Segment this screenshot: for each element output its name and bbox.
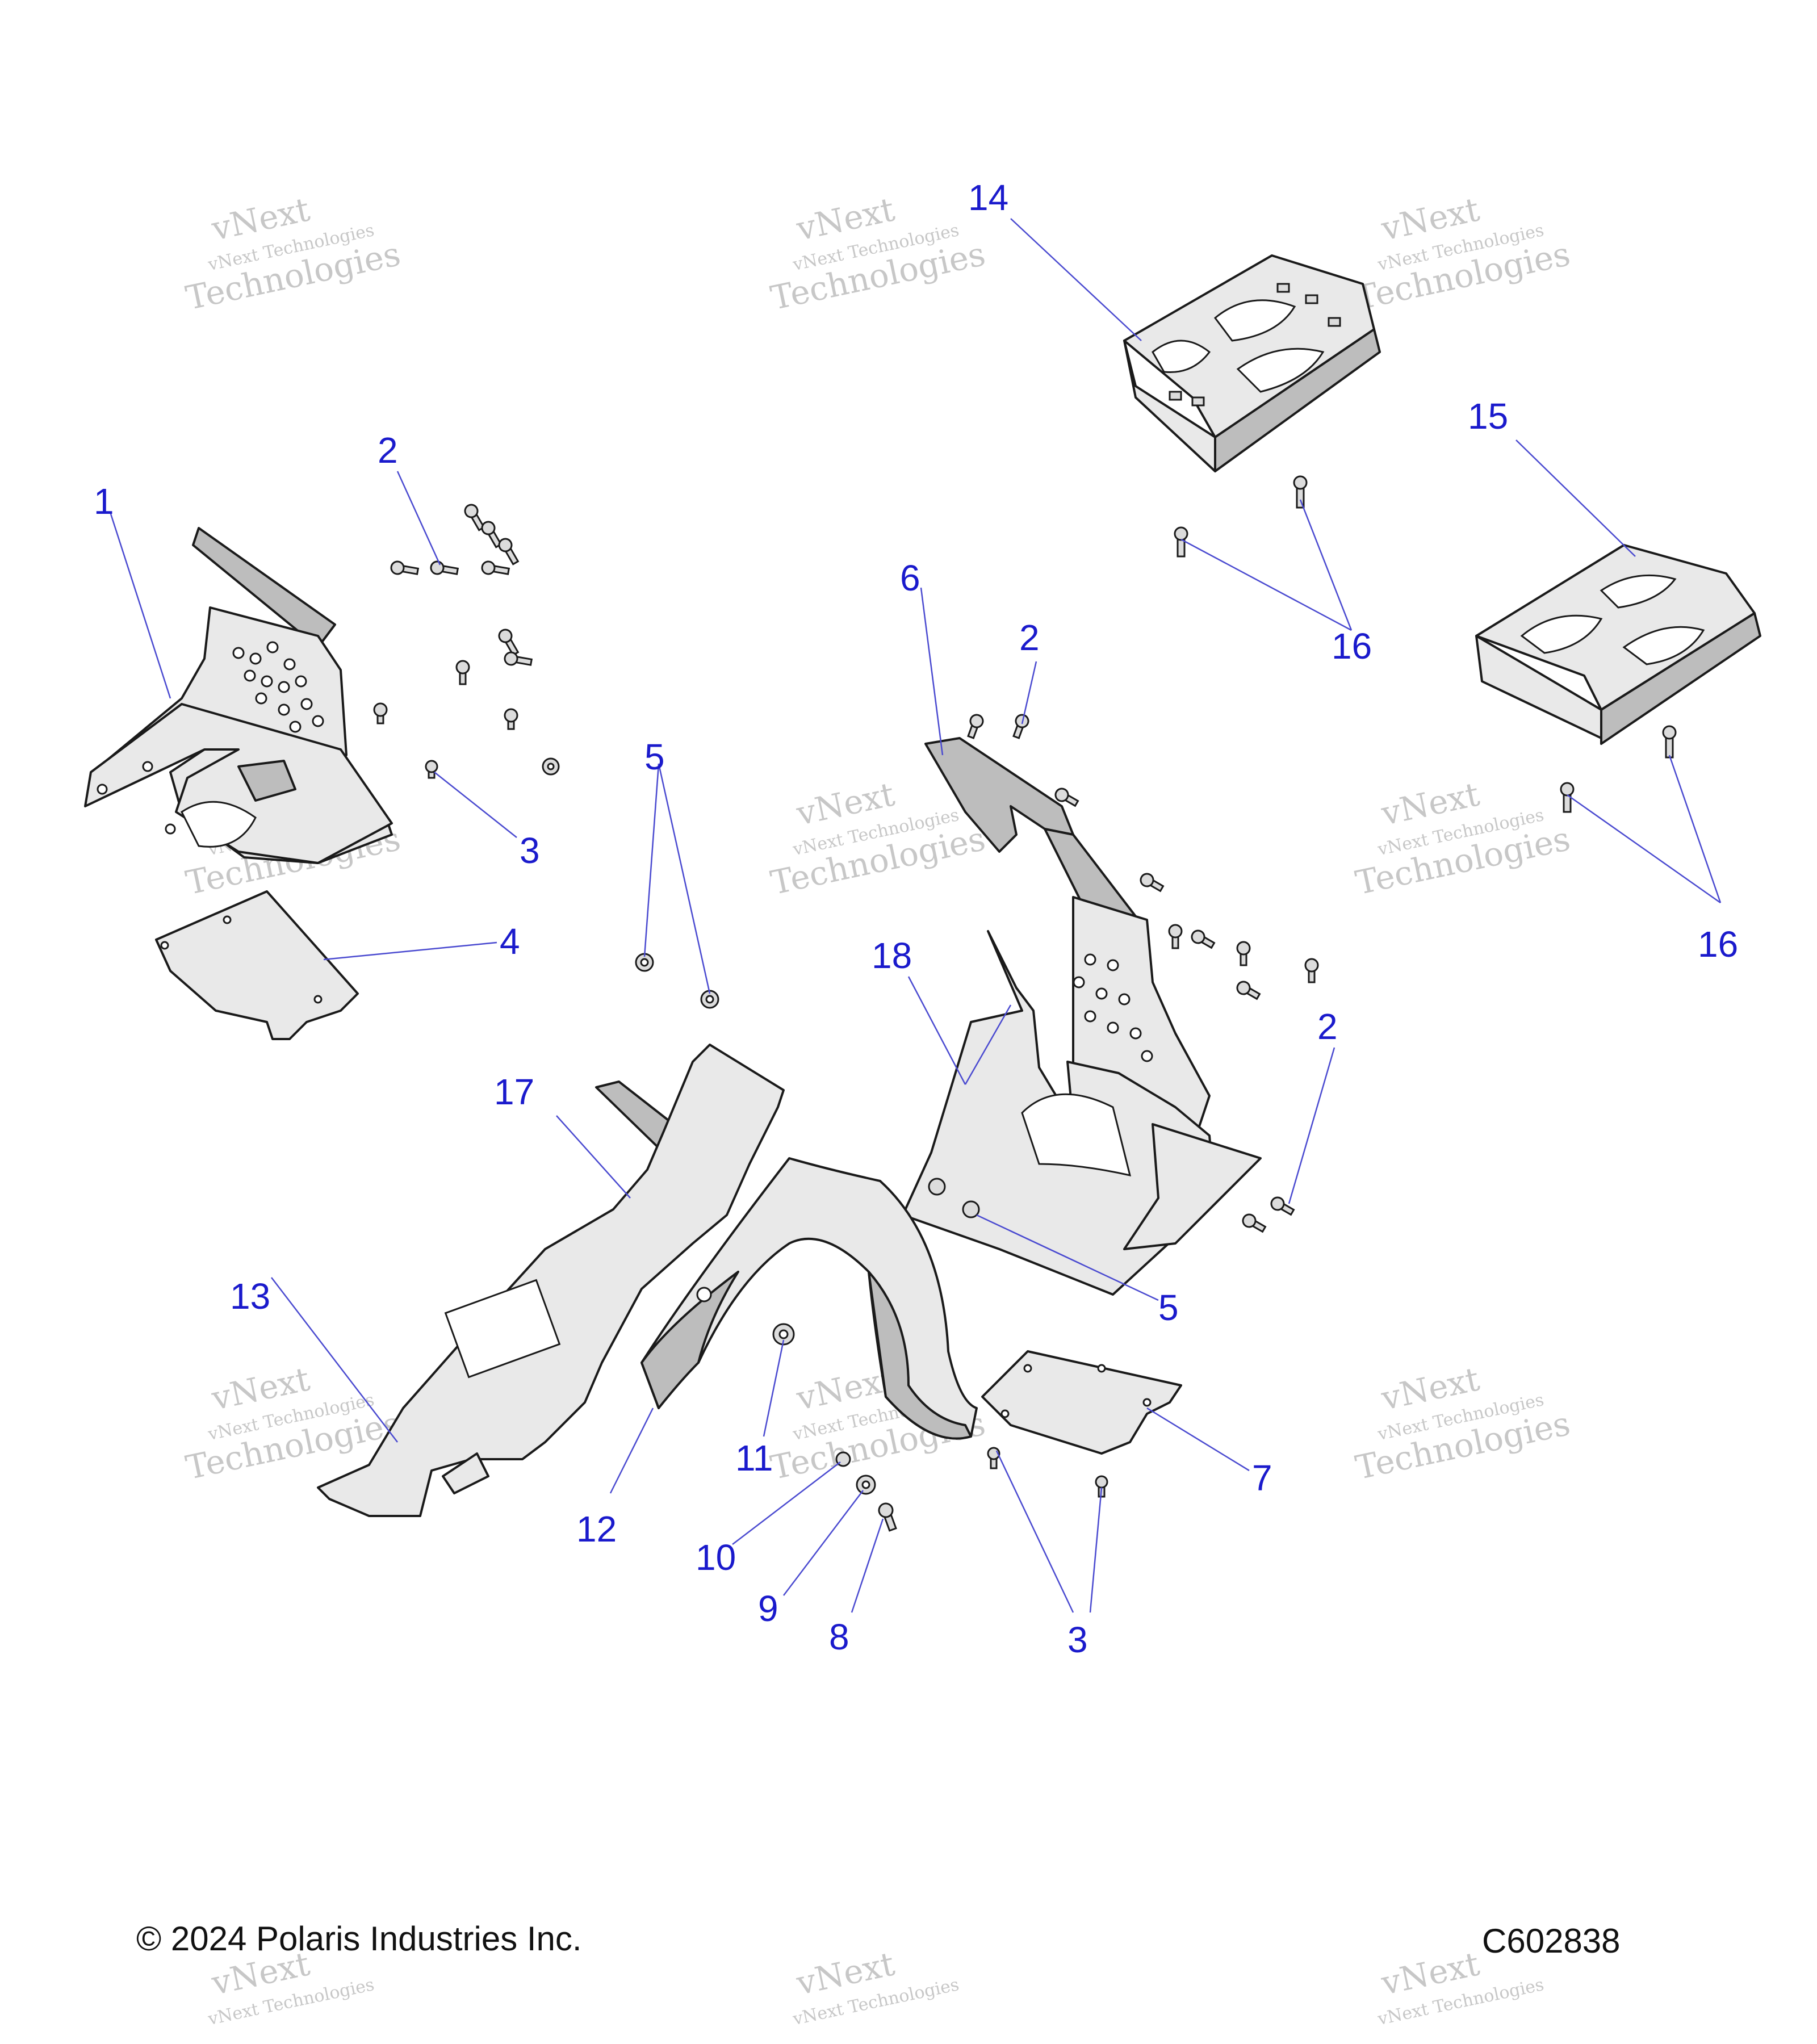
screw: [1054, 788, 1079, 807]
watermark: vNext vNext Technologies Technologies: [1352, 1359, 1573, 1487]
callout-13: 13: [230, 1276, 270, 1317]
part-15-footrest: [1475, 544, 1761, 745]
part-14-footrest: [1123, 254, 1381, 472]
screw: [1304, 958, 1319, 983]
screw: [481, 521, 503, 548]
screw: [1140, 873, 1165, 893]
callout-17: 17: [494, 1071, 534, 1112]
callout-10: 10: [696, 1537, 736, 1578]
part-18-right-footwell-panel: [902, 896, 1262, 1296]
callout-1: 1: [94, 481, 114, 522]
callout-12: 12: [576, 1509, 617, 1549]
callout-8: 8: [829, 1616, 849, 1657]
screw: [1236, 941, 1251, 966]
part-13-tunnel-panel: [317, 1044, 785, 1517]
callout-14: 14: [968, 177, 1008, 218]
screw: [1270, 1196, 1295, 1216]
screw: [1560, 782, 1575, 813]
screw: [1662, 725, 1677, 759]
screw: [1293, 475, 1308, 509]
screw: [1191, 929, 1216, 949]
callout-3: 3: [1067, 1619, 1088, 1660]
watermark: vNext vNext Technologies: [790, 1944, 961, 2029]
part-4-plate: [155, 890, 359, 1040]
nut: [635, 953, 654, 972]
nut-9: [856, 1475, 876, 1495]
watermark: vNext vNext Technologies Technologies: [767, 190, 989, 317]
callout-7: 7: [1252, 1457, 1272, 1498]
screw: [1242, 1213, 1267, 1233]
screw: [1174, 526, 1188, 558]
screw: [1236, 981, 1261, 1000]
figure-id: C602838: [1482, 1922, 1621, 1960]
screw: [390, 560, 420, 575]
callout-4: 4: [500, 921, 520, 962]
part-14-grip-teeth: [1169, 283, 1341, 407]
copyright-notice: © 2024 Polaris Industries Inc.: [136, 1920, 582, 1958]
callout-2: 2: [1019, 617, 1040, 658]
leader-lines: [110, 218, 1722, 1613]
screw: [498, 629, 520, 656]
screw: [1012, 714, 1029, 739]
screw-3: [987, 1447, 1000, 1469]
callout-16: 16: [1698, 924, 1738, 965]
part-1-vent-holes: [232, 641, 324, 733]
callout-3: 3: [520, 830, 540, 871]
screw: [464, 504, 485, 531]
screw: [498, 538, 520, 566]
watermark: vNext vNext Technologies Technologies: [1352, 190, 1573, 317]
callout-11: 11: [735, 1438, 773, 1478]
screw: [373, 702, 388, 724]
screw: [504, 651, 533, 666]
part-18-vent-holes: [1073, 953, 1153, 1062]
callout-2: 2: [1317, 1006, 1338, 1047]
clip: [542, 757, 560, 776]
bolt-8: [878, 1502, 897, 1532]
screw: [1168, 924, 1183, 949]
callout-16: 16: [1332, 626, 1372, 667]
screw: [425, 760, 438, 779]
screw: [481, 560, 510, 575]
callout-5: 5: [1158, 1287, 1179, 1328]
screw: [504, 708, 518, 730]
part-1-left-footwell-panel: [84, 527, 393, 864]
callout-2: 2: [378, 430, 398, 471]
part-7-plate: [981, 1350, 1182, 1455]
callout-9: 9: [758, 1588, 778, 1629]
part-12-guard: [640, 1157, 978, 1440]
clip-11: [772, 1323, 795, 1346]
callout-5: 5: [644, 736, 665, 777]
callout-labels: 1 2 2 2 3 3 4 5 5 6 7 8 9 10 11 12 13 14…: [94, 177, 1738, 1660]
screw: [430, 560, 459, 575]
callout-18: 18: [872, 935, 912, 976]
watermark: vNext vNext Technologies Technologies: [1352, 774, 1573, 902]
screw: [455, 660, 470, 685]
callout-15: 15: [1468, 396, 1508, 437]
fasteners: [373, 475, 1677, 1532]
watermark: vNext vNext Technologies Technologies: [182, 190, 404, 317]
callout-6: 6: [900, 558, 920, 598]
screw: [967, 714, 984, 739]
